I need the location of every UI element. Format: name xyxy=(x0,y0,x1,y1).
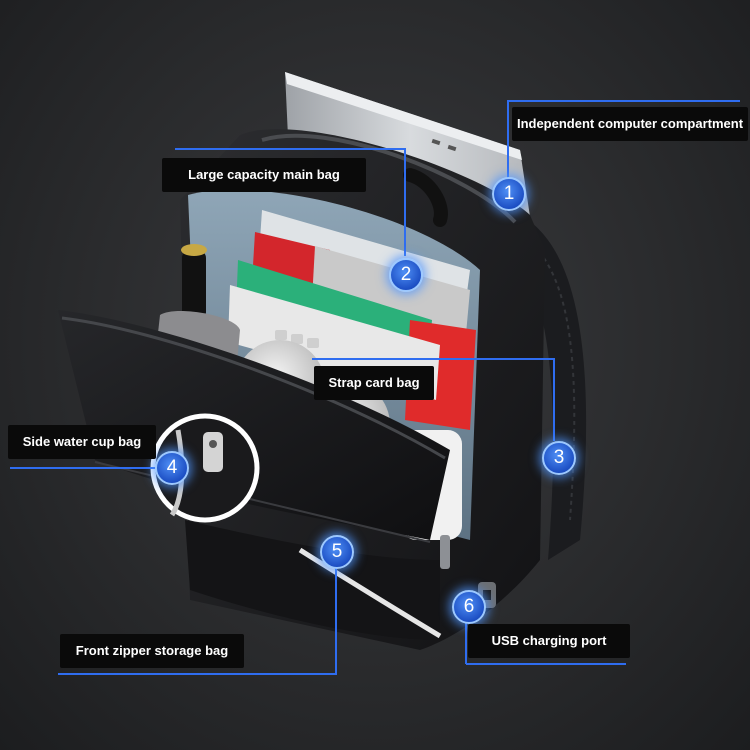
connector-line xyxy=(465,620,467,664)
front-flap xyxy=(58,310,450,543)
connector-line xyxy=(553,358,555,441)
connector-line xyxy=(508,100,740,102)
connector-line xyxy=(175,148,405,150)
callout-badge-5: 5 xyxy=(320,535,354,569)
connector-line xyxy=(507,100,509,178)
side-pocket-inset xyxy=(150,413,260,523)
connector-line xyxy=(10,467,155,469)
top-handle xyxy=(403,168,448,227)
callout-badge-1: 1 xyxy=(492,177,526,211)
connector-line xyxy=(312,358,554,360)
callout-label-2: Large capacity main bag xyxy=(162,158,366,192)
connector-line xyxy=(404,148,406,256)
callout-badge-3: 3 xyxy=(542,441,576,475)
callout-label-3: Strap card bag xyxy=(314,366,434,400)
connector-line xyxy=(466,663,626,665)
callout-label-1: Independent computer compartment xyxy=(512,107,748,141)
bottle-item xyxy=(182,250,206,320)
callout-badge-2: 2 xyxy=(389,258,423,292)
callout-badge-6: 6 xyxy=(452,590,486,624)
front-zipper-pocket xyxy=(185,520,450,640)
callout-label-5: Front zipper storage bag xyxy=(60,634,244,668)
callout-badge-4: 4 xyxy=(155,451,189,485)
callout-label-6: USB charging port xyxy=(468,624,630,658)
callout-label-4: Side water cup bag xyxy=(8,425,156,459)
zipper-pull xyxy=(440,535,450,569)
pen-item xyxy=(298,547,442,639)
connector-line xyxy=(58,673,336,675)
connector-line xyxy=(335,565,337,675)
